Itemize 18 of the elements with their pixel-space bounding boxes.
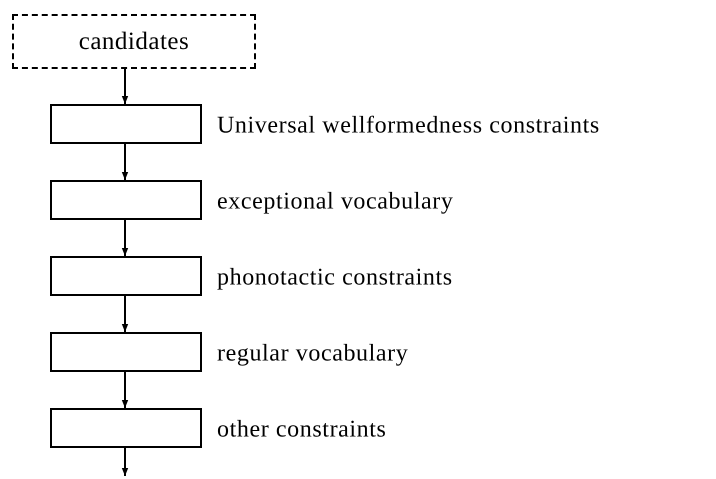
node-label: candidates [78, 28, 190, 56]
arrow [122, 372, 128, 408]
arrow [122, 144, 128, 180]
constraint-label: Universal wellformedness constraints [217, 112, 600, 140]
constraint-label: phonotactic constraints [217, 264, 453, 292]
process-box [50, 104, 202, 144]
arrow [122, 220, 128, 256]
arrow [122, 69, 128, 104]
arrow [122, 448, 128, 476]
arrow [122, 296, 128, 332]
process-box [50, 180, 202, 220]
process-box [50, 408, 202, 448]
constraint-label: regular vocabulary [217, 340, 408, 368]
constraint-label: other constraints [217, 416, 386, 444]
process-box [50, 332, 202, 372]
process-box [50, 256, 202, 296]
dashed-box [12, 14, 256, 69]
constraint-label: exceptional vocabulary [217, 188, 454, 216]
